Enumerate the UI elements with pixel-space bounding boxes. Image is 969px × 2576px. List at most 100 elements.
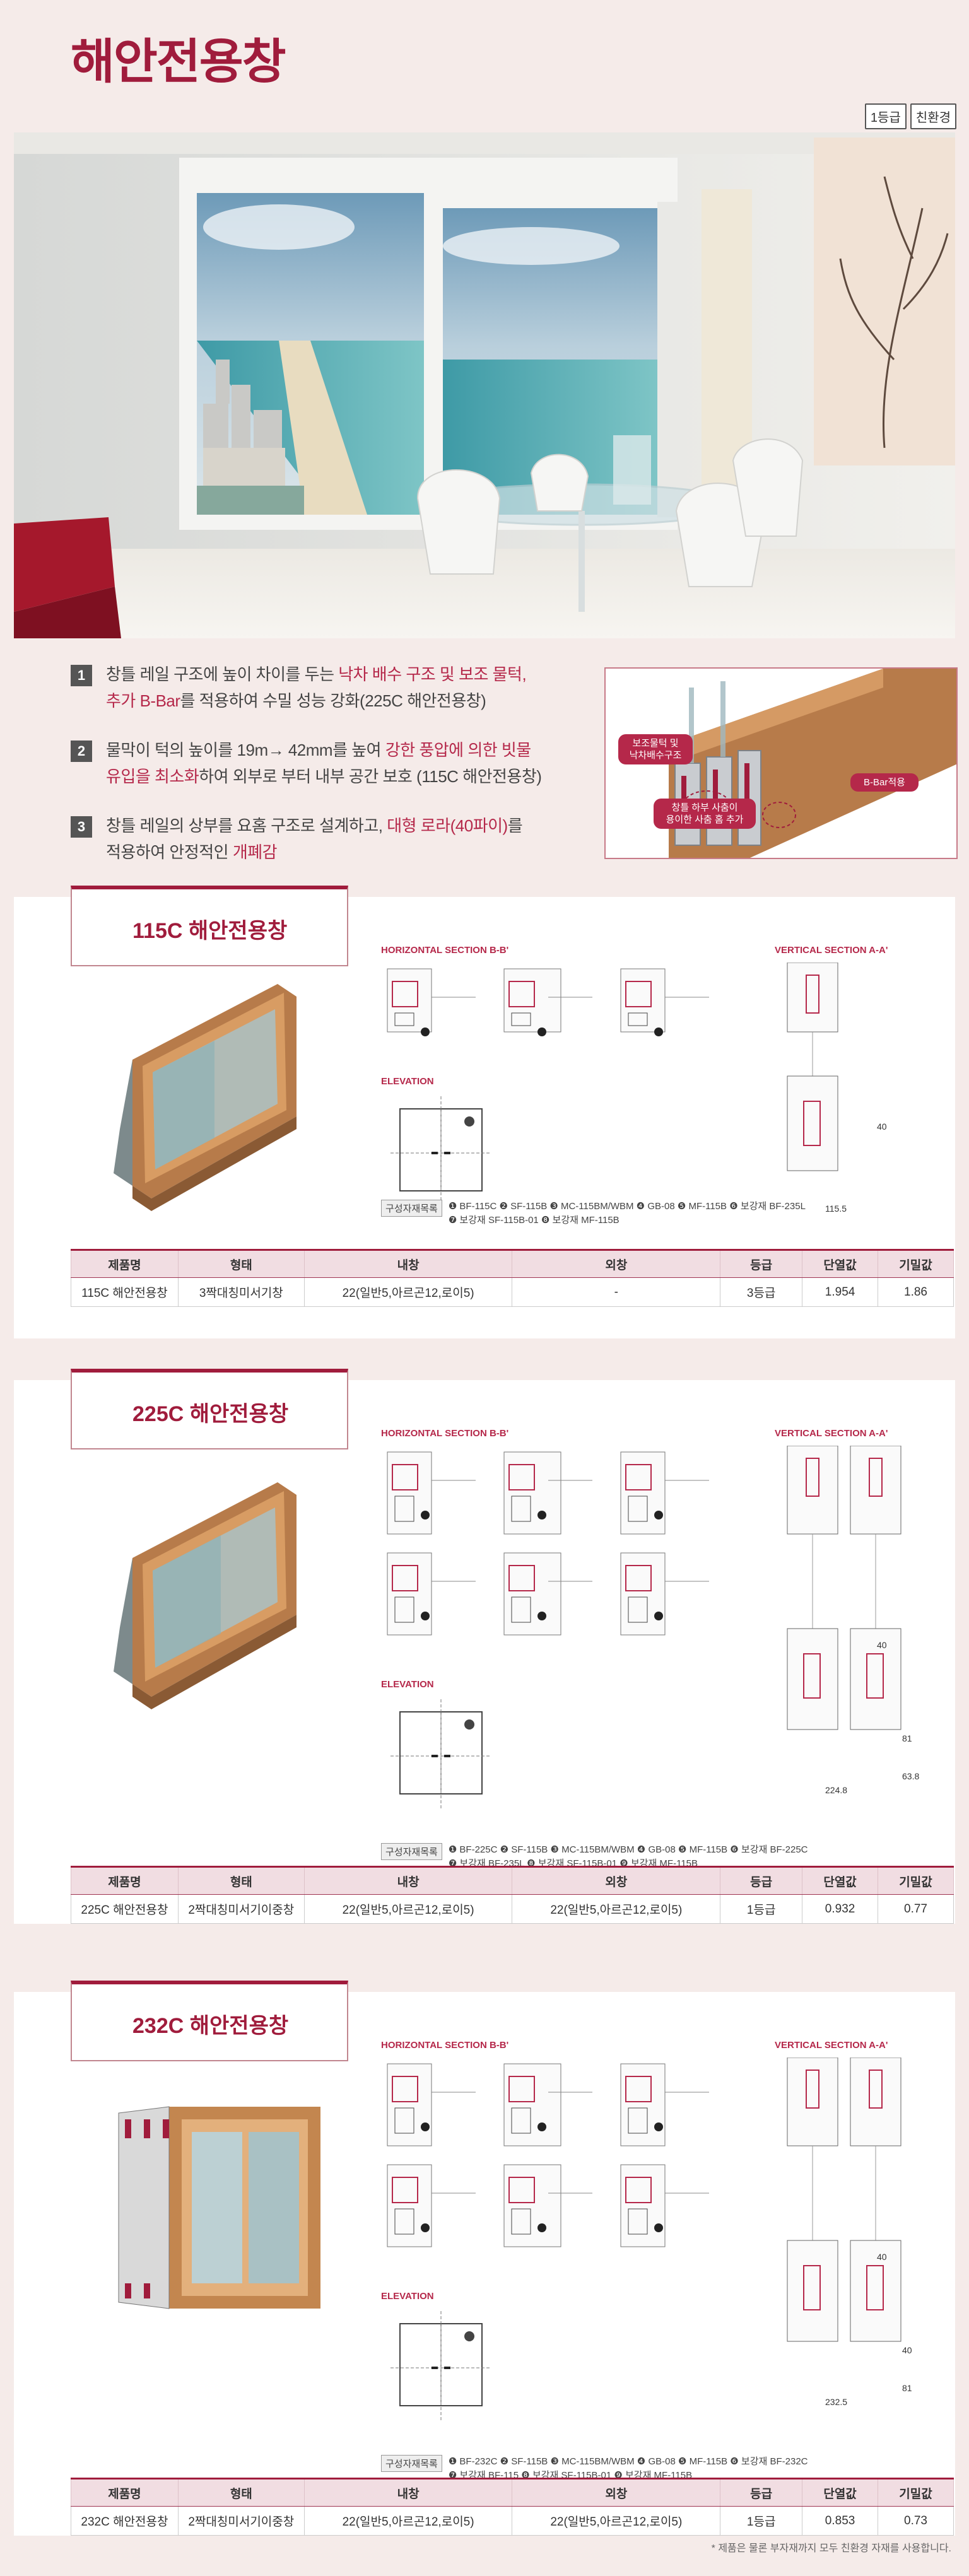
- vertical-section-label: VERTICAL SECTION A-A': [775, 1428, 888, 1439]
- table-cell: 0.853: [802, 2506, 879, 2536]
- materials-items: ❶ BF-115C ❷ SF-115B ❸ MC-115BM/WBM ❹ GB-…: [448, 1201, 806, 1226]
- feature-text-part: 적용하여 안정적인: [106, 843, 233, 862]
- feature-text-part: 하여 외부로 부터 내부 공간 보호 (115C 해안전용창): [199, 767, 542, 786]
- dimension-label: 232.5: [825, 2397, 848, 2407]
- window-product-image: [114, 1482, 297, 1709]
- table-header-cell: 형태: [177, 1249, 305, 1278]
- table-cell: 22(일반5,아르곤12,로이5): [303, 1894, 513, 1924]
- table-cell: 22(일반5,아르곤12,로이5): [512, 2506, 721, 2536]
- feature-text-part: 창틀 레일의 상부를 요홈 구조로 설계하고,: [106, 816, 387, 835]
- highlight-text: 낙차 배수 구조 및 보조 물턱,: [338, 665, 527, 684]
- table-cell: 2짝대칭미서기이중창: [177, 1894, 305, 1924]
- elevation-drawing: [391, 2311, 491, 2421]
- section-title: 225C 해안전용창: [132, 1402, 289, 1426]
- feature-text-part: 창틀 레일 구조에 높이 차이를 두는: [106, 665, 339, 684]
- section-title-tab: 232C 해안전용창: [71, 1981, 348, 2061]
- table-cell: 115C 해안전용창: [71, 1277, 179, 1307]
- table-header-cell: 단열값: [802, 1249, 879, 1278]
- elevation-label: ELEVATION: [381, 1076, 434, 1087]
- elevation-label: ELEVATION: [381, 2291, 434, 2302]
- table-cell: 22(일반5,아르곤12,로이5): [303, 2506, 513, 2536]
- grade-badges: 1등급 친환경: [864, 103, 956, 129]
- feature-text-part: 를: [507, 816, 523, 835]
- table-header-cell: 단열값: [802, 2478, 879, 2507]
- horizontal-section-drawing: [387, 2063, 709, 2247]
- callout-b-bar: B-Bar적용: [850, 773, 919, 792]
- table-cell: 3짝대칭미서기창: [177, 1277, 305, 1307]
- feature-list: 1 창틀 레일 구조에 높이 차이를 두는 낙차 배수 구조 및 보조 물턱,추…: [71, 661, 563, 888]
- table-header-cell: 단열값: [802, 1866, 879, 1895]
- materials-label: 구성자재목록: [381, 1843, 442, 1860]
- dimension-label: 40: [877, 2252, 887, 2262]
- horizontal-section-label: HORIZONTAL SECTION B-B': [381, 2040, 509, 2051]
- vertical-section-label: VERTICAL SECTION A-A': [775, 945, 888, 956]
- table-cell: 3등급: [720, 1277, 803, 1307]
- page-title: 해안전용창: [71, 35, 286, 89]
- table-cell: 22(일반5,아르곤12,로이5): [512, 1894, 721, 1924]
- table-header-cell: 등급: [720, 1866, 803, 1895]
- highlight-text: 개폐감: [232, 843, 278, 862]
- vertical-section-drawing: [787, 963, 838, 1171]
- highlight-text: 추가 B-Bar: [106, 691, 180, 710]
- section-title-tab: 115C 해안전용창: [71, 886, 348, 966]
- table-cell: 2짝대칭미서기이중창: [177, 2506, 305, 2536]
- horizontal-section-label: HORIZONTAL SECTION B-B': [381, 1428, 509, 1439]
- table-cell: 22(일반5,아르곤12,로이5): [303, 1277, 513, 1307]
- window-product-image: [114, 984, 297, 1211]
- feature-number: 3: [71, 816, 92, 838]
- table-header-cell: 제품명: [71, 1249, 179, 1278]
- dimension-label: 40: [877, 1121, 887, 1132]
- dimension-label: 81: [902, 1733, 912, 1743]
- section-title-tab: 225C 해안전용창: [71, 1369, 348, 1449]
- dimension-label: 81: [902, 2383, 912, 2393]
- vertical-section-label: VERTICAL SECTION A-A': [775, 2040, 888, 2051]
- table-header-cell: 제품명: [71, 2478, 179, 2507]
- table-cell: 1.954: [802, 1277, 879, 1307]
- highlight-text: 대형 로라(40파이): [387, 816, 508, 835]
- vertical-section-drawing: [787, 2058, 901, 2342]
- table-cell: 0.73: [878, 2506, 954, 2536]
- table-header-cell: 외창: [512, 1866, 721, 1895]
- horizontal-section-drawing: [387, 1451, 709, 1636]
- table-header-cell: 기밀값: [878, 1249, 954, 1278]
- table-header-cell: 형태: [177, 1866, 305, 1895]
- hero-photo: [14, 132, 955, 638]
- footer-note: * 제품은 물론 부자재까지 모두 친환경 자재를 사용합니다.: [711, 2543, 951, 2554]
- table-cell: 1등급: [720, 2506, 803, 2536]
- feature-number: 2: [71, 741, 92, 762]
- table-cell: 0.932: [802, 1894, 879, 1924]
- section-title: 115C 해안전용창: [132, 919, 288, 943]
- table-header-cell: 형태: [177, 2478, 305, 2507]
- horizontal-section-label: HORIZONTAL SECTION B-B': [381, 945, 509, 956]
- table-cell: 232C 해안전용창: [71, 2506, 179, 2536]
- table-header-cell: 제품명: [71, 1866, 179, 1895]
- table-cell: 225C 해안전용창: [71, 1894, 179, 1924]
- table-header-cell: 내창: [303, 2478, 513, 2507]
- table-cell: 0.77: [878, 1894, 954, 1924]
- dimension-label: 63.8: [902, 1771, 920, 1781]
- grade-badge: 1등급: [864, 103, 907, 129]
- window-product-image: [118, 2106, 320, 2309]
- table-header-cell: 등급: [720, 1249, 803, 1278]
- dimension-label: 224.8: [825, 1785, 848, 1795]
- dimension-label: 40: [902, 2345, 912, 2355]
- materials-label: 구성자재목록: [381, 2455, 442, 2472]
- elevation-label: ELEVATION: [381, 1679, 434, 1690]
- table-header-cell: 기밀값: [878, 2478, 954, 2507]
- feature-text: 창틀 레일 구조에 높이 차이를 두는 낙차 배수 구조 및 보조 물턱, 추가 …: [106, 661, 527, 714]
- table-header-cell: 등급: [720, 2478, 803, 2507]
- section-title: 232C 해안전용창: [132, 2014, 289, 2038]
- eco-badge: 친환경: [910, 103, 956, 129]
